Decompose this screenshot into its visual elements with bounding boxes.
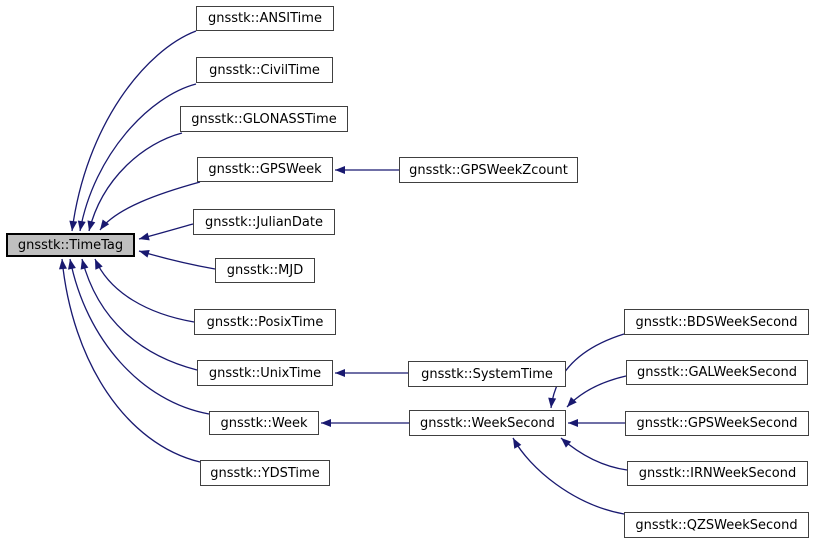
node-gpsweek[interactable]: gnsstk::GPSWeek bbox=[197, 157, 333, 182]
node-label-gpsweekzcount: gnsstk::GPSWeekZcount bbox=[409, 162, 568, 178]
node-bdsweeksecond[interactable]: gnsstk::BDSWeekSecond bbox=[624, 309, 809, 335]
edge-irnweeksecond-to-weeksecond bbox=[560, 437, 628, 471]
node-civiltime[interactable]: gnsstk::CivilTime bbox=[196, 57, 333, 83]
node-label-ydstime: gnsstk::YDSTime bbox=[210, 465, 320, 481]
node-label-juliandate: gnsstk::JulianDate bbox=[205, 214, 323, 230]
edge-bdsweeksecond-to-weeksecond bbox=[548, 333, 625, 409]
edge-ansitime-to-timetag bbox=[69, 30, 197, 232]
node-label-glonasstime: gnsstk::GLONASSTime bbox=[191, 111, 337, 127]
node-unixtime[interactable]: gnsstk::UnixTime bbox=[197, 360, 333, 386]
node-gpsweekzcount[interactable]: gnsstk::GPSWeekZcount bbox=[399, 157, 578, 183]
edge-mjd-to-timetag bbox=[138, 249, 216, 270]
node-label-posixtime: gnsstk::PosixTime bbox=[206, 314, 324, 330]
node-label-galweeksecond: gnsstk::GALWeekSecond bbox=[637, 365, 797, 380]
edge-qzsweeksecond-to-weeksecond bbox=[512, 437, 625, 515]
node-weeksecond[interactable]: gnsstk::WeekSecond bbox=[409, 410, 566, 436]
node-label-qzsweeksecond: gnsstk::QZSWeekSecond bbox=[635, 517, 798, 533]
node-glonasstime[interactable]: gnsstk::GLONASSTime bbox=[180, 106, 348, 132]
node-week[interactable]: gnsstk::Week bbox=[209, 411, 319, 435]
node-label-bdsweeksecond: gnsstk::BDSWeekSecond bbox=[635, 314, 798, 330]
node-label-week: gnsstk::Week bbox=[220, 415, 308, 431]
node-systemtime[interactable]: gnsstk::SystemTime bbox=[408, 361, 566, 387]
edge-week-to-timetag bbox=[68, 258, 210, 415]
node-label-civiltime: gnsstk::CivilTime bbox=[209, 62, 320, 78]
edge-civiltime-to-timetag bbox=[77, 83, 197, 232]
node-label-weeksecond: gnsstk::WeekSecond bbox=[420, 415, 555, 431]
node-irnweeksecond[interactable]: gnsstk::IRNWeekSecond bbox=[627, 461, 808, 486]
node-label-gpsweeksecond: gnsstk::GPSWeekSecond bbox=[636, 416, 798, 431]
edge-unixtime-to-timetag bbox=[80, 258, 198, 371]
node-timetag: gnsstk::TimeTag bbox=[6, 233, 135, 257]
node-mjd[interactable]: gnsstk::MJD bbox=[215, 258, 315, 283]
node-label-gpsweek: gnsstk::GPSWeek bbox=[208, 162, 322, 177]
node-qzsweeksecond[interactable]: gnsstk::QZSWeekSecond bbox=[624, 512, 809, 538]
node-label-mjd: gnsstk::MJD bbox=[226, 263, 304, 278]
node-label-systemtime: gnsstk::SystemTime bbox=[421, 366, 553, 382]
node-label-unixtime: gnsstk::UnixTime bbox=[208, 365, 322, 381]
node-galweeksecond[interactable]: gnsstk::GALWeekSecond bbox=[626, 360, 808, 385]
node-label-irnweeksecond: gnsstk::IRNWeekSecond bbox=[638, 466, 797, 481]
node-ansitime[interactable]: gnsstk::ANSITime bbox=[196, 6, 334, 31]
edge-posixtime-to-timetag bbox=[94, 258, 195, 323]
node-posixtime[interactable]: gnsstk::PosixTime bbox=[194, 309, 336, 335]
node-gpsweeksecond[interactable]: gnsstk::GPSWeekSecond bbox=[625, 411, 809, 436]
node-juliandate[interactable]: gnsstk::JulianDate bbox=[193, 209, 335, 235]
edge-glonasstime-to-timetag bbox=[87, 132, 183, 232]
edge-juliandate-to-timetag bbox=[138, 223, 194, 241]
node-ydstime[interactable]: gnsstk::YDSTime bbox=[200, 460, 330, 486]
node-label-ansitime: gnsstk::ANSITime bbox=[208, 11, 322, 26]
edge-gpsweek-to-timetag bbox=[99, 181, 201, 231]
edge-galweeksecond-to-weeksecond bbox=[566, 375, 627, 408]
edge-ydstime-to-timetag bbox=[58, 258, 201, 463]
node-label-timetag: gnsstk::TimeTag bbox=[17, 237, 124, 253]
